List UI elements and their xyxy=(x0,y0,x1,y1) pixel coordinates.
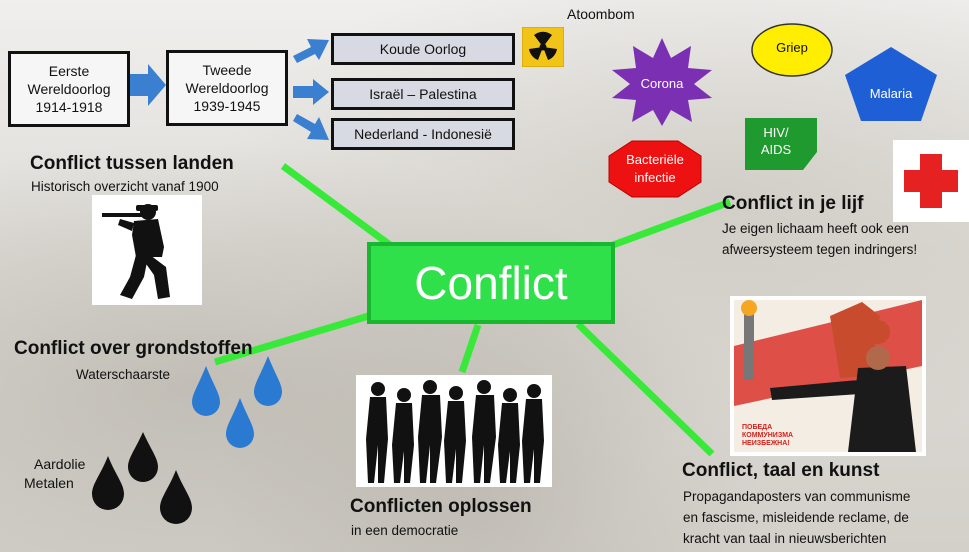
radiation-icon xyxy=(522,27,564,67)
bacterie-octagon-shape xyxy=(608,140,702,198)
arrow-to-israel xyxy=(293,79,329,105)
water-drops-icon xyxy=(192,356,282,448)
bacterie-label-line1: Bacteriële xyxy=(626,152,684,167)
griep-ellipse-shape xyxy=(751,23,833,77)
label-waterschaarste: Waterschaarste xyxy=(76,367,171,382)
ww1-line2: Wereldoorlog xyxy=(27,81,111,97)
timeline-box-ww1: Eerste Wereldoorlog 1914-1918 xyxy=(8,51,130,127)
bacterie-label-line2: infectie xyxy=(634,170,676,185)
ww1-line3: 1914-1918 xyxy=(35,99,103,115)
corona-label: Corona xyxy=(640,76,684,91)
center-label: Conflict xyxy=(414,257,568,309)
outcome-israel-palestina: Israël – Palestina xyxy=(331,78,515,110)
subtitle-taal-line1: Propagandaposters van communisme xyxy=(683,489,911,504)
hiv-label-line2: AIDS xyxy=(760,142,792,157)
malaria-pentagon-shape xyxy=(845,47,937,121)
connector-oplossen xyxy=(458,323,482,374)
corona-star-shape xyxy=(612,38,712,126)
soldier-silhouette-icon xyxy=(92,195,202,305)
label-metalen: Metalen xyxy=(24,475,74,491)
title-grondstoffen: Conflict over grondstoffen xyxy=(14,338,253,359)
title-oplossen: Conflicten oplossen xyxy=(350,496,532,517)
griep-label: Griep xyxy=(776,40,808,55)
title-lijf: Conflict in je lijf xyxy=(722,193,864,214)
outcome-koude-oorlog: Koude Oorlog xyxy=(331,33,515,65)
poster-text-line2: КОММУНИЗМА xyxy=(742,432,794,439)
poster-text-line3: НЕИЗБЕЖНА! xyxy=(742,440,790,447)
subtitle-taal-line2: en fascisme, misleidende reclame, de xyxy=(683,510,909,525)
ww2-line3: 1939-1945 xyxy=(193,98,261,114)
outcome-israel-label: Israël – Palestina xyxy=(369,86,477,102)
hiv-shape xyxy=(745,118,817,170)
atoombom-label: Atoombom xyxy=(567,6,635,22)
malaria-label: Malaria xyxy=(869,86,913,101)
arrow-to-indonesie xyxy=(293,114,329,140)
subtitle-taal-line3: kracht van taal in nieuwsberichten xyxy=(683,531,887,546)
label-aardolie: Aardolie xyxy=(34,456,86,472)
connector-taal xyxy=(575,321,715,457)
title-landen: Conflict tussen landen xyxy=(30,153,234,174)
center-conflict-box: Conflict xyxy=(367,242,615,324)
subtitle-landen: Historisch overzicht vanaf 1900 xyxy=(31,179,219,194)
ww2-line1: Tweede xyxy=(202,62,252,78)
red-cross-icon xyxy=(893,140,969,222)
subtitle-lijf-line2: afweersysteem tegen indringers! xyxy=(722,242,918,257)
connector-landen xyxy=(280,163,393,248)
outcome-indonesie-label: Nederland - Indonesië xyxy=(354,126,492,142)
title-taal: Conflict, taal en kunst xyxy=(682,460,880,481)
connector-lijf xyxy=(611,198,732,249)
timeline-box-ww2: Tweede Wereldoorlog 1939-1945 xyxy=(166,50,288,126)
hiv-label: HIV/ AIDS xyxy=(745,124,807,158)
subtitle-lijf-line1: Je eigen lichaam heeft ook een xyxy=(722,221,909,236)
people-silhouettes-icon xyxy=(356,375,552,487)
poster-text: ПОБЕДА КОММУНИЗМА НЕИЗБЕЖНА! xyxy=(742,424,793,448)
ww1-line1: Eerste xyxy=(48,63,90,79)
subtitle-oplossen: in een democratie xyxy=(351,523,459,538)
poster-text-line1: ПОБЕДА xyxy=(742,424,773,431)
outcome-koude-oorlog-label: Koude Oorlog xyxy=(379,41,467,57)
outcome-nederland-indonesie: Nederland - Indonesië xyxy=(331,118,515,150)
ww2-line2: Wereldoorlog xyxy=(185,80,269,96)
oil-drops-icon xyxy=(92,432,192,524)
hiv-label-line1: HIV/ xyxy=(763,125,789,140)
connector-grondstoffen xyxy=(213,311,374,366)
arrow-to-koude-oorlog xyxy=(293,39,329,63)
arrow-ww1-ww2 xyxy=(130,64,166,106)
propaganda-poster-image xyxy=(730,296,926,456)
bacterie-label: Bacteriële infectie xyxy=(608,151,702,187)
